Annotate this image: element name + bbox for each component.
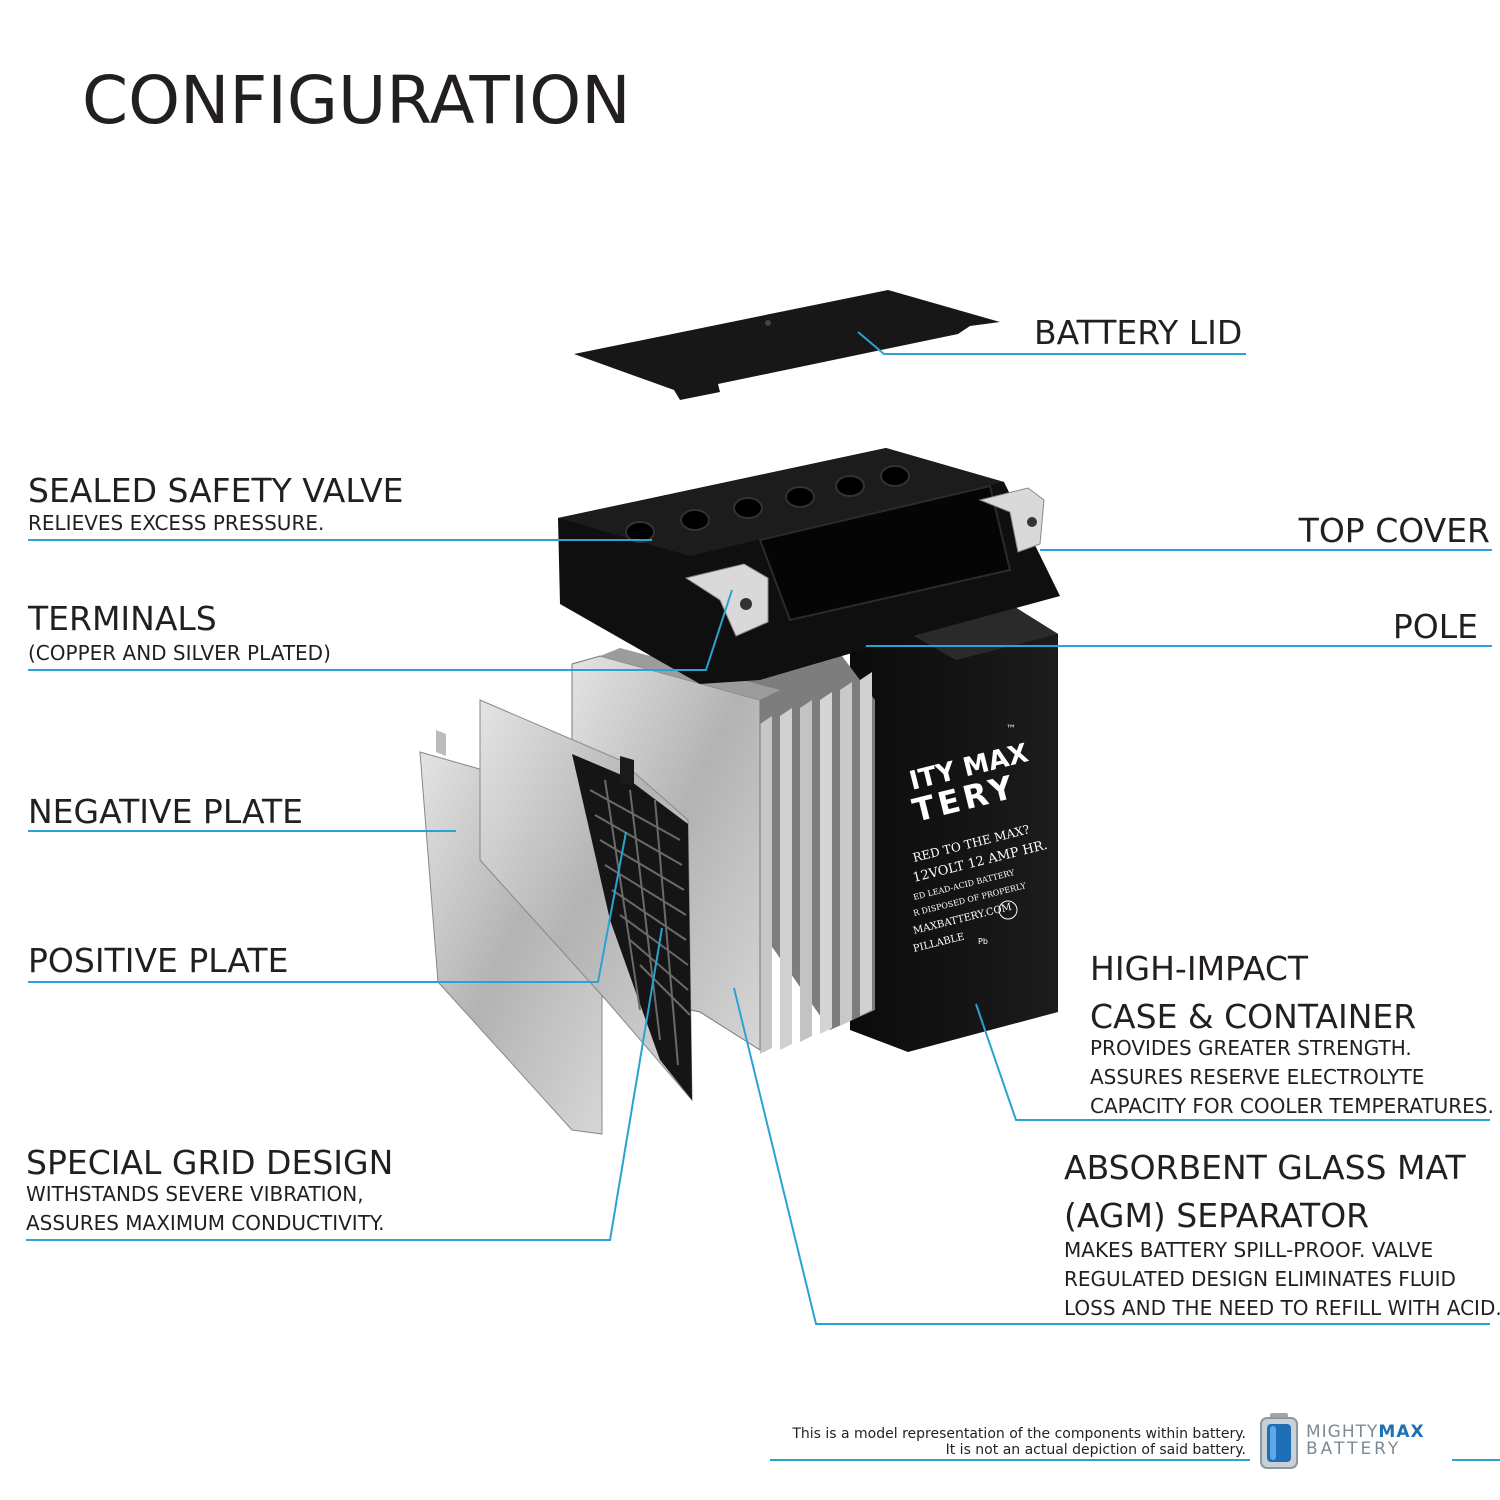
label-battery-lid: BATTERY LID [1034, 313, 1243, 352]
label-agm-line1: ABSORBENT GLASS MAT [1064, 1148, 1466, 1187]
desc-high-impact-line3: CAPACITY FOR COOLER TEMPERATURES. [1090, 1094, 1494, 1118]
top-cover-shape [558, 448, 1060, 684]
logo-text-line1: MIGHTYMAX [1306, 1424, 1425, 1441]
leader-lines [26, 331, 1500, 1461]
desc-sealed-safety-valve: RELIEVES EXCESS PRESSURE. [28, 511, 325, 535]
logo-text-mighty: MIGHTY [1306, 1422, 1379, 1442]
desc-agm-line1: MAKES BATTERY SPILL-PROOF. VALVE [1064, 1238, 1434, 1262]
label-terminals: TERMINALS [28, 599, 217, 638]
desc-agm-line2: REGULATED DESIGN ELIMINATES FLUID [1064, 1267, 1456, 1291]
label-high-impact-line1: HIGH-IMPACT [1090, 949, 1309, 988]
desc-terminals: (COPPER AND SILVER PLATED) [28, 641, 331, 665]
desc-agm-line3: LOSS AND THE NEED TO REFILL WITH ACID. [1064, 1296, 1500, 1320]
leader-terminals [28, 589, 733, 671]
leader-special-grid [26, 927, 663, 1241]
battery-logo-icon [1260, 1413, 1298, 1469]
positive-plate-shape [479, 699, 693, 1102]
logo-text-max: MAX [1378, 1422, 1425, 1442]
leader-agm [733, 987, 1490, 1325]
battery-tm: ™ [1006, 724, 1016, 735]
desc-special-grid-line2: ASSURES MAXIMUM CONDUCTIVITY. [26, 1211, 385, 1235]
desc-high-impact-line2: ASSURES RESERVE ELECTROLYTE [1090, 1065, 1425, 1089]
battery-label-pb: Pb [978, 937, 988, 946]
leader-positive-plate [28, 831, 627, 983]
desc-special-grid-line1: WITHSTANDS SEVERE VIBRATION, [26, 1182, 364, 1206]
leader-high-impact [975, 1003, 1490, 1121]
logo-text-battery: BATTERY [1306, 1439, 1402, 1459]
label-high-impact-line2: CASE & CONTAINER [1090, 997, 1417, 1036]
label-agm-line2: (AGM) SEPARATOR [1064, 1196, 1370, 1235]
page-title: CONFIGURATION [82, 62, 631, 139]
desc-high-impact-line1: PROVIDES GREATER STRENGTH. [1090, 1036, 1412, 1060]
plate-stack-shape [571, 640, 875, 1054]
disclaimer-line2: It is not an actual depiction of said ba… [945, 1442, 1246, 1458]
label-sealed-safety-valve: SEALED SAFETY VALVE [28, 471, 404, 510]
leader-battery-lid [857, 331, 1246, 355]
battery-lid-shape [574, 290, 1000, 400]
label-special-grid: SPECIAL GRID DESIGN [26, 1143, 394, 1182]
label-top-cover: TOP COVER [1298, 511, 1490, 550]
disclaimer-line1: This is a model representation of the co… [792, 1426, 1246, 1442]
label-negative-plate: NEGATIVE PLATE [28, 792, 303, 831]
label-pole: POLE [1392, 607, 1478, 646]
label-positive-plate: POSITIVE PLATE [28, 941, 289, 980]
